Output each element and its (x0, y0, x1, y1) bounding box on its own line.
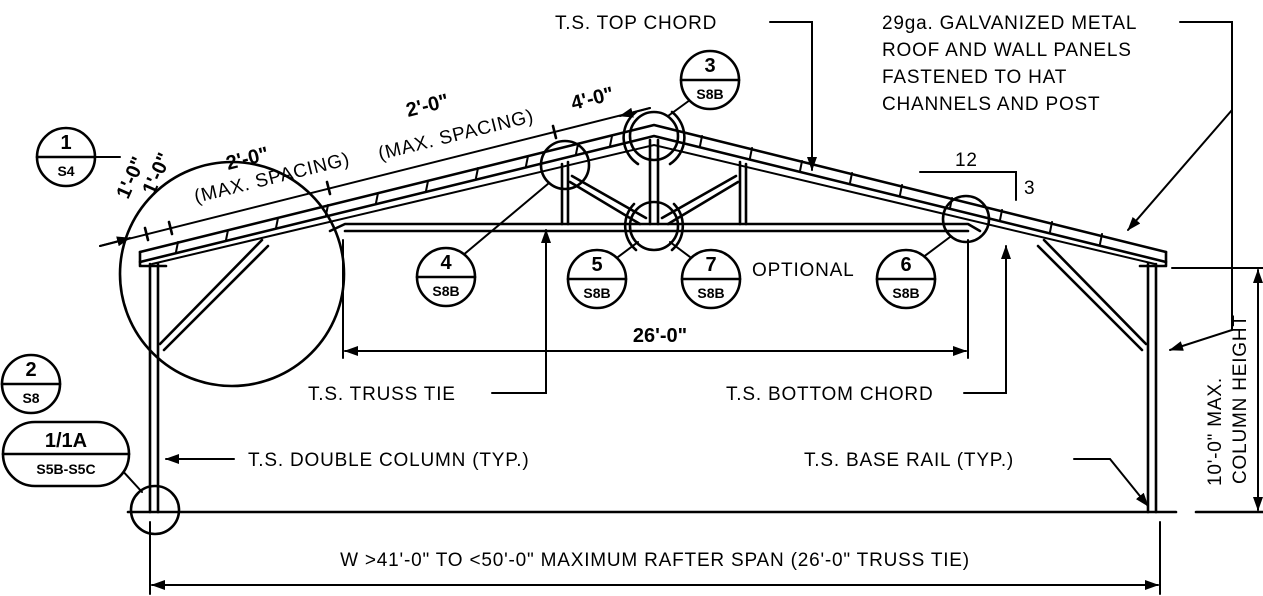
span-label: W >41'-0" TO <50'-0" MAXIMUM RAFTER SPAN… (340, 550, 970, 571)
pitch-rise: 3 (1024, 178, 1035, 199)
callout-bottom-text: S8B (892, 285, 919, 301)
span-dimension: W >41'-0" TO <50'-0" MAXIMUM RAFTER SPAN… (149, 521, 1161, 595)
callout-bottom-text: S8B (696, 86, 723, 102)
apex-spacing: 4'-0" (569, 83, 616, 115)
callout-top-text: 3 (704, 55, 715, 77)
callout-4-s8b[interactable]: 4 S8B (415, 182, 550, 308)
callout-3-s8b[interactable]: 3 S8B (667, 49, 741, 117)
callout-top-text: 1/1A (45, 430, 87, 452)
optional-label: OPTIONAL (752, 260, 854, 281)
callout-top-text: 2 (25, 359, 36, 381)
detail-circle-base (129, 484, 181, 536)
callout-6-s8b[interactable]: 6 S8B (875, 236, 951, 310)
bottom-chord-leader: T.S. BOTTOM CHORD (726, 245, 1011, 405)
callout-top-text: 7 (705, 254, 716, 276)
columns (148, 238, 1158, 514)
callout-top-text: 4 (440, 252, 452, 274)
panels-line-3: FASTENED TO HAT (882, 67, 1067, 88)
callout-5-s8b[interactable]: 5 S8B (566, 241, 639, 310)
callout-bottom-text: S8B (697, 285, 724, 301)
callout-top-text: 5 (591, 254, 602, 276)
panels-line-2: ROOF AND WALL PANELS (882, 40, 1132, 61)
panels-line-1: 29ga. GALVANIZED METAL (882, 13, 1137, 34)
pitch-run: 12 (955, 150, 978, 171)
double-column-label: T.S. DOUBLE COLUMN (TYP.) (248, 450, 529, 471)
column-height-line-2: COLUMN HEIGHT (1230, 314, 1251, 484)
callout-2-s8[interactable]: 2 S8 (0, 353, 62, 415)
truss-web (328, 138, 982, 233)
spacing-mid: 2'-0" (404, 90, 451, 122)
truss-tie-label: T.S. TRUSS TIE (308, 384, 456, 405)
column-height-line-1: 10'-0" MAX. (1205, 377, 1226, 486)
callout-1-s4[interactable]: 1 S4 (35, 126, 121, 188)
callout-bottom-text: S5B-S5C (36, 461, 95, 477)
callout-bottom-text: S4 (57, 163, 74, 179)
panels-note: 29ga. GALVANIZED METAL ROOF AND WALL PAN… (882, 13, 1233, 351)
detail-circle-3-brackets (622, 110, 686, 166)
callout-bottom-text: S8 (22, 390, 39, 406)
truss-tie-length: 26'-0" (633, 325, 687, 347)
roof-structure (138, 123, 1168, 268)
callout-top-text: 1 (60, 132, 71, 154)
base-rail-leader: T.S. BASE RAIL (TYP.) (804, 450, 1149, 507)
base-rail-label: T.S. BASE RAIL (TYP.) (804, 450, 1014, 471)
callout-7-s8b[interactable]: 7 S8B (669, 241, 742, 310)
detail-circle-4 (539, 139, 591, 191)
callout-bottom-text: S8B (432, 283, 459, 299)
callout-top-text: 6 (900, 254, 911, 276)
spacing-left-note: (MAX. SPACING) (192, 149, 352, 208)
bottom-chord-label: T.S. BOTTOM CHORD (726, 384, 933, 405)
callout-1-1a[interactable]: 1/1A S5B-S5C (1, 420, 143, 493)
truss-tie-leader: T.S. TRUSS TIE (308, 229, 551, 405)
detail-circle-6 (941, 194, 991, 244)
double-column-leader: T.S. DOUBLE COLUMN (TYP.) (165, 450, 529, 471)
top-chord-label: T.S. TOP CHORD (555, 13, 717, 34)
panels-line-4: CHANNELS AND POST (882, 94, 1100, 115)
callout-bottom-text: S8B (583, 285, 610, 301)
detail-circle-5-7 (628, 200, 680, 252)
truss-tie-dimension: 26'-0" (342, 239, 969, 359)
detail-circle-3-inner (628, 110, 680, 162)
top-chord-leader: T.S. TOP CHORD (555, 13, 817, 171)
column-height-dimension: 10'-0" MAX. COLUMN HEIGHT (1171, 267, 1263, 511)
roof-pitch-symbol: 12 3 (919, 150, 1035, 201)
